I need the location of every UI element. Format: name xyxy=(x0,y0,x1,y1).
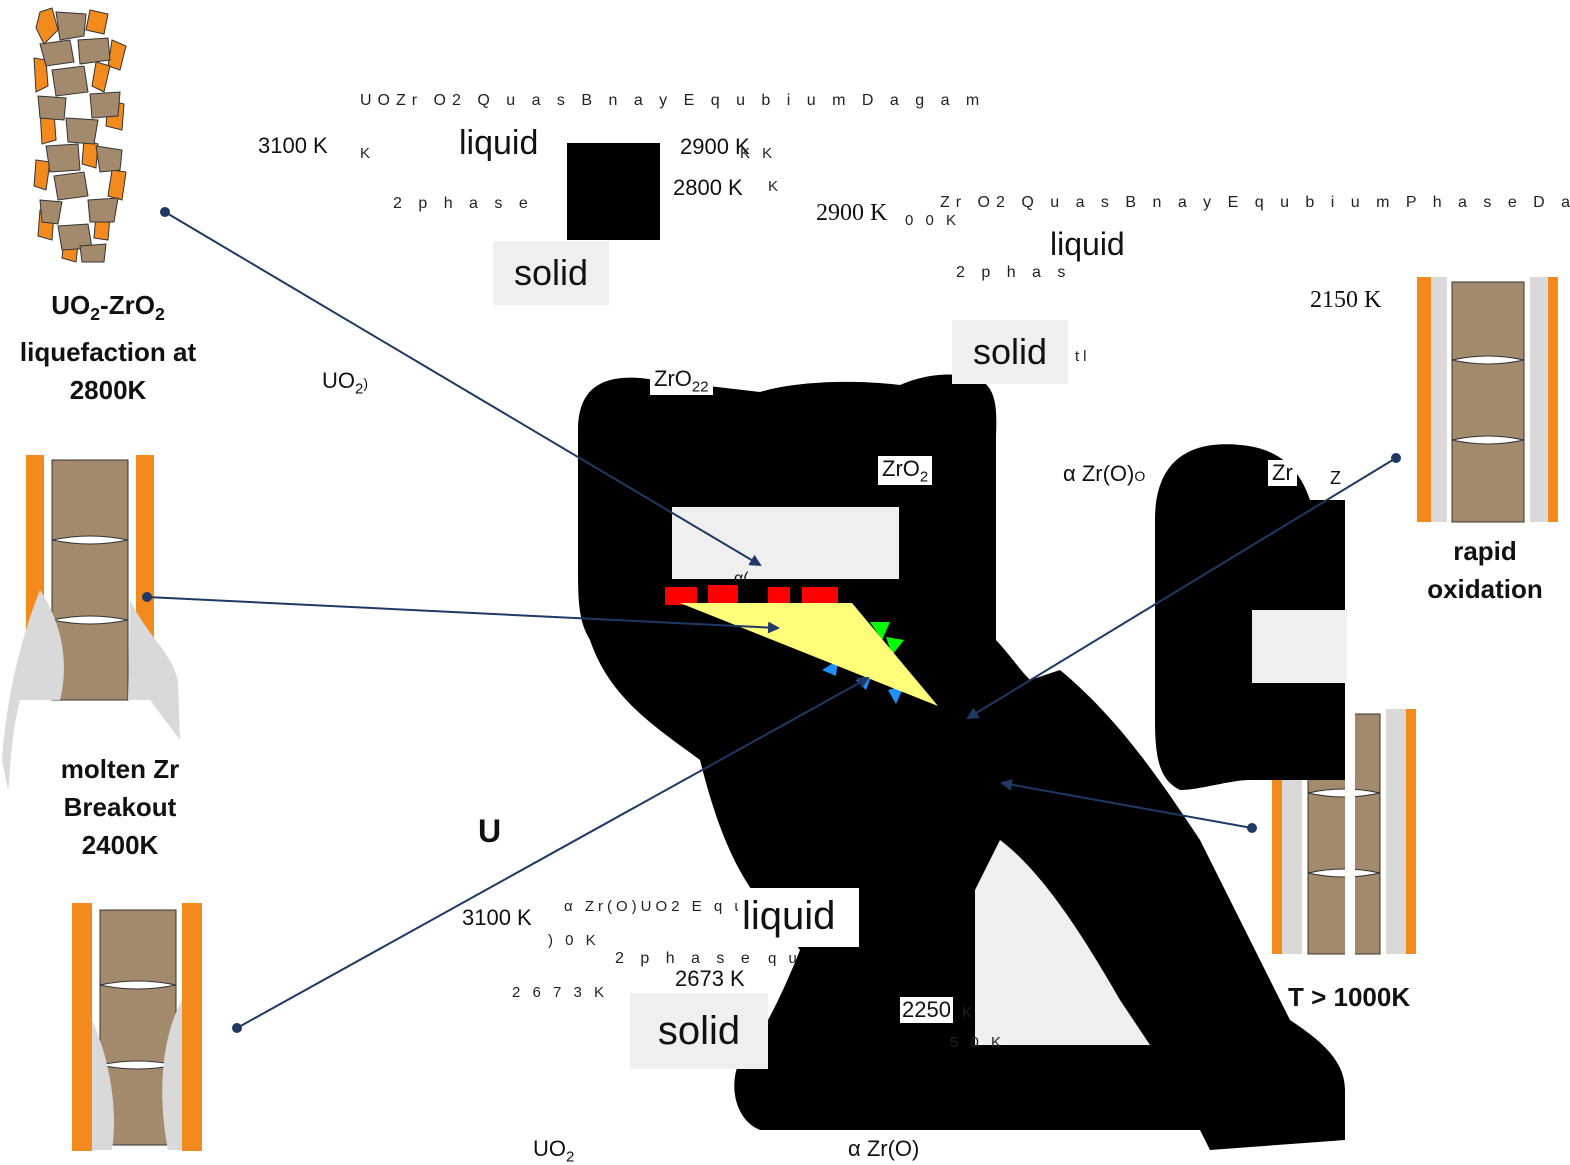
zro2-label: ZrO22 xyxy=(650,366,713,395)
two-phase-label: 2 p h a s e xyxy=(393,195,534,213)
temp-2673-spaced: 2 6 7 3 K xyxy=(512,984,608,1001)
temperature-caption: T > 1000K xyxy=(1288,978,1410,1016)
right-temp-2900: 2900 K xyxy=(816,200,887,227)
temp-2250: 2250 xyxy=(900,997,953,1023)
temp-2800: 2800 K xyxy=(673,175,743,201)
liquid-label: liquid xyxy=(459,124,538,163)
bottom-two-phase-tail: q u xyxy=(768,950,801,967)
uo2-mark: ) xyxy=(363,375,368,391)
right-zro2-label: ZrO2 xyxy=(878,456,932,485)
temp-2250-unit: K xyxy=(962,1004,976,1021)
oxidation-caption: rapid oxidation xyxy=(1405,532,1565,608)
bottom-solid-label: solid xyxy=(630,993,768,1069)
caption-line-2: Breakout xyxy=(20,788,220,826)
inner-label-box xyxy=(672,507,899,579)
bottom-uo2-label: UO2 xyxy=(533,1136,574,1165)
side-label-box xyxy=(1252,610,1347,683)
solid-label: solid xyxy=(493,241,609,305)
caption-line-3: 2400K xyxy=(20,826,220,864)
top-diagram-title: UOZr O2 Q u a s B n a y E q u b i u m D … xyxy=(360,92,985,110)
right-diagram-title: Zr O2 Q u a s B n a y E q u b i u m P h … xyxy=(940,194,1570,212)
temp-2900-unit: K K xyxy=(740,145,776,162)
alpha-zr-text: α Zr(O) xyxy=(1063,461,1134,486)
alpha-zr-suffix: O xyxy=(1134,468,1145,484)
caption-line-2: liquefaction at xyxy=(8,333,208,371)
temp-3100-unit: K xyxy=(360,145,374,162)
right-solid-label: solid xyxy=(952,320,1068,384)
zr-label: Zr xyxy=(1268,460,1297,486)
temp-2673: 2673 K xyxy=(675,966,745,992)
bottom-alpha-zr-label: α Zr(O) xyxy=(844,1136,923,1162)
relocating-melt-rod xyxy=(72,903,202,1151)
uo2-label: UO2) xyxy=(322,368,368,397)
bottom-liquid-label: liquid xyxy=(738,888,859,947)
caption-line-1: UO2-ZrO2 xyxy=(8,286,208,333)
temp-50k: 5 0 K xyxy=(950,1034,1005,1051)
alpha-zr-label: α Zr(O)O xyxy=(1063,461,1145,487)
caption-line-3: 2800K xyxy=(8,371,208,409)
z-label: Z xyxy=(1330,468,1341,489)
breakout-caption: molten Zr Breakout 2400K xyxy=(20,750,220,864)
temp-2150: 2150 K xyxy=(1310,287,1381,314)
bottom-diagram-title: α Zr(O)UO2 E q u l xyxy=(564,898,762,915)
caption-line-2: oxidation xyxy=(1405,570,1565,608)
bottom-temp-unit: ) 0 K xyxy=(548,932,600,949)
alpha-mark: α( xyxy=(734,570,749,588)
temp-2800-unit: K xyxy=(768,178,782,195)
u-label: U xyxy=(478,812,501,850)
fragmented-fuel-debris xyxy=(32,8,127,263)
caption-line-1: molten Zr xyxy=(20,750,220,788)
molten-zr-breakout-rod xyxy=(2,455,180,790)
right-solid-mark: tl xyxy=(1075,348,1091,365)
caption-line-1: rapid xyxy=(1405,532,1565,570)
liquefaction-caption: UO2-ZrO2 liquefaction at 2800K xyxy=(8,286,208,409)
rapid-oxidation-rod xyxy=(1417,277,1558,522)
bottom-temp-3100: 3100 K xyxy=(462,905,532,931)
right-temp-unit: 0 0 K xyxy=(905,212,960,229)
right-two-phase-label: 2 p h a s xyxy=(956,264,1071,282)
right-liquid-label: liquid xyxy=(1050,226,1125,263)
temp-3100: 3100 K xyxy=(258,133,328,159)
